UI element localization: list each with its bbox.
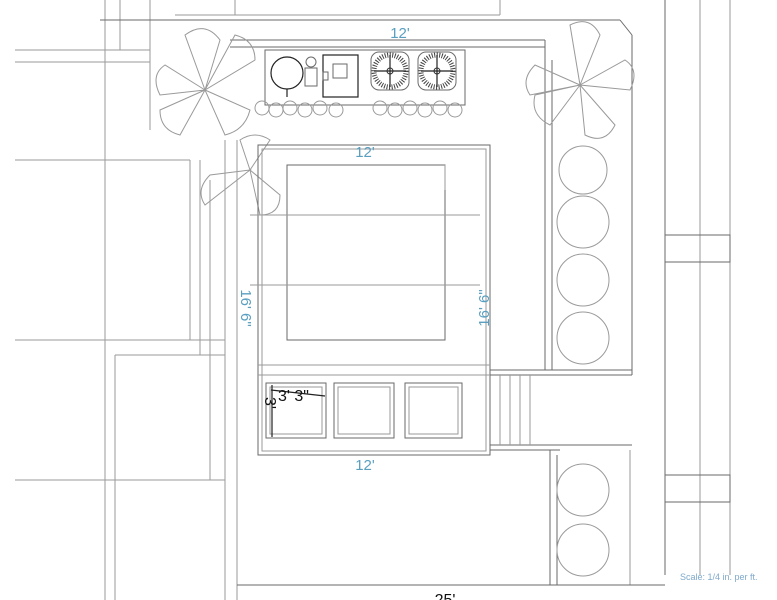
- site-linework: [15, 0, 731, 600]
- palm-tree-icon: [155, 28, 281, 216]
- planter-square: [404, 382, 463, 439]
- ac-fan-unit-icon: [417, 51, 457, 91]
- dimension-label: 12': [355, 457, 375, 474]
- hedge-row-icon: [254, 100, 463, 118]
- ac-fan-unit-icon: [370, 51, 410, 91]
- planter-square: [265, 382, 327, 439]
- dimension-label: 16' 6": [476, 289, 493, 326]
- dimension-label: 12': [355, 144, 375, 161]
- water-heater-icon: [270, 56, 304, 90]
- dimension-label: 3': [261, 397, 278, 409]
- equipment-pad: [254, 49, 466, 118]
- scale-note: Scale: 1/4 in. per ft.: [680, 572, 758, 582]
- dimension-label: 3' 3": [278, 388, 309, 405]
- dimension-label: 25': [435, 592, 456, 600]
- pavilion: [250, 144, 491, 456]
- dimension-label: 16' 6": [237, 289, 254, 326]
- dimension-label: 12': [390, 25, 410, 42]
- palm-tree-icon: [525, 21, 635, 139]
- shrub-row-icon: [556, 145, 610, 577]
- planter-square: [333, 382, 395, 439]
